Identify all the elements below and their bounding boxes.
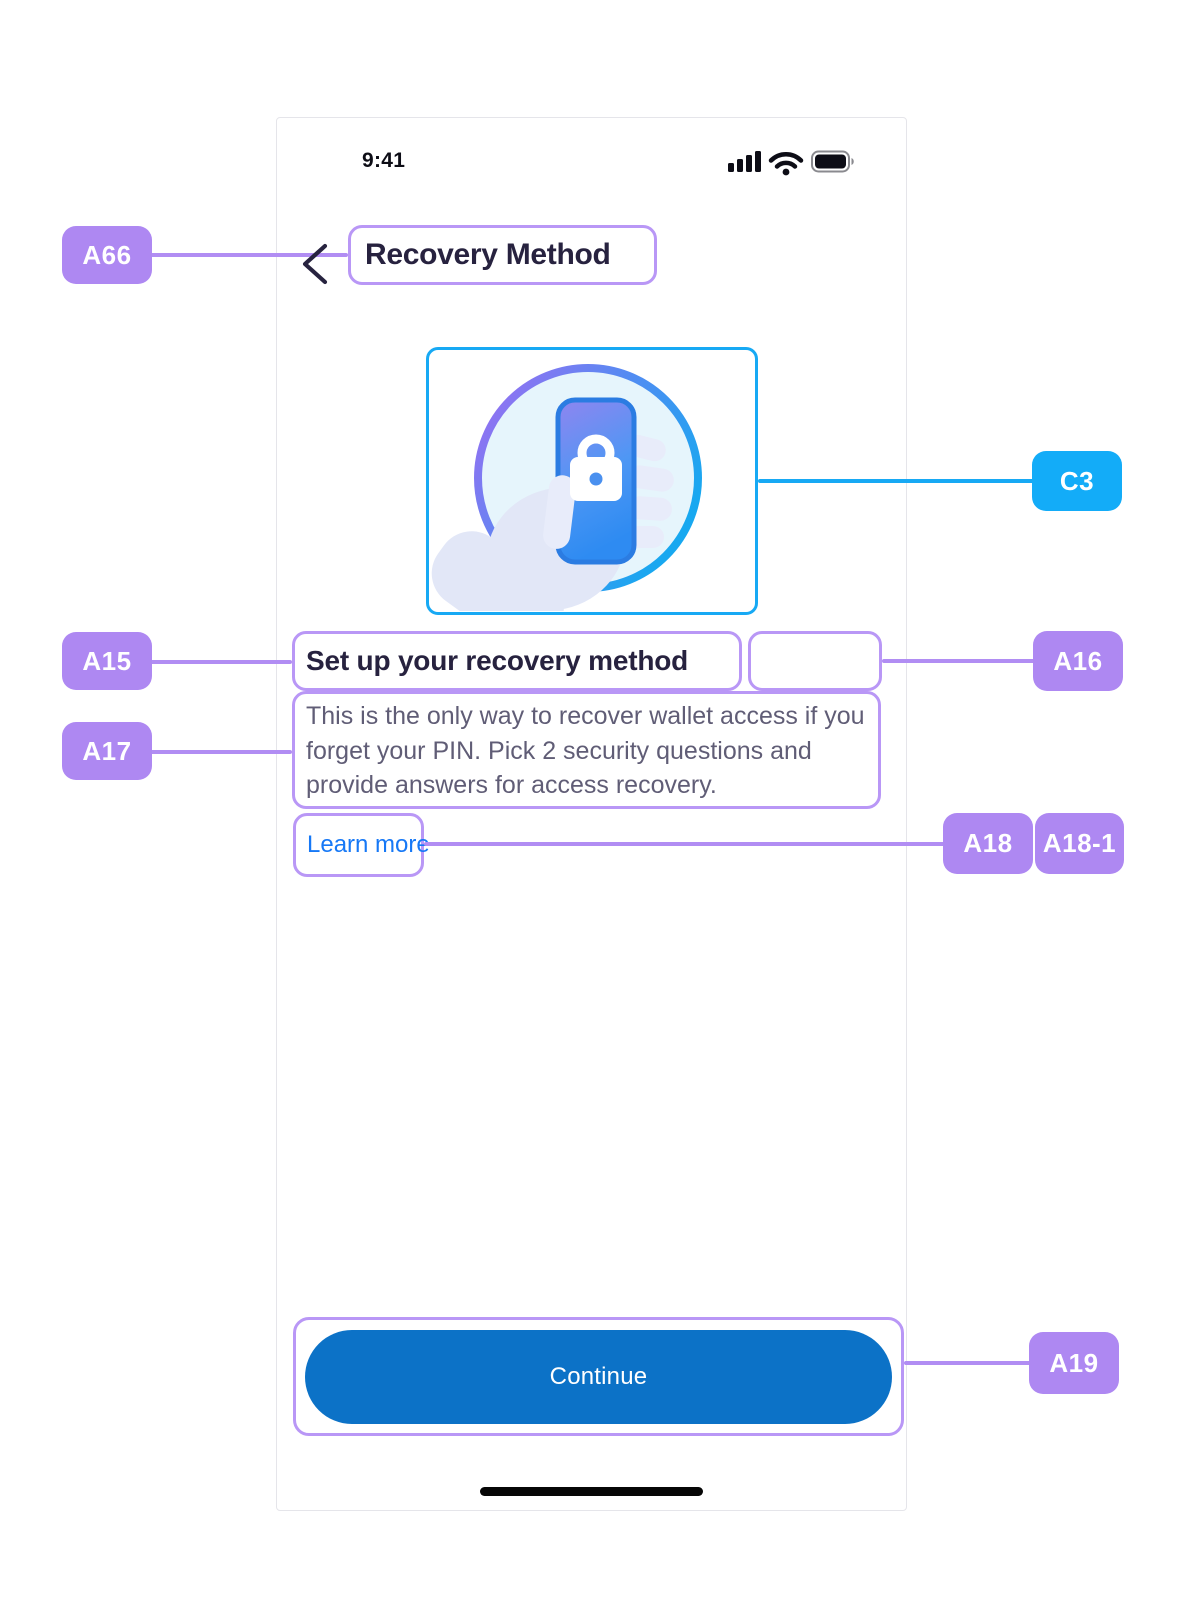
annotation-badge-a66: A66 bbox=[62, 226, 152, 284]
annotation-line-a16 bbox=[882, 659, 1035, 663]
section-heading: Set up your recovery method bbox=[292, 631, 742, 691]
page-title: Recovery Method bbox=[348, 225, 657, 285]
lock-icon bbox=[570, 434, 622, 501]
battery-icon bbox=[811, 150, 854, 173]
back-button[interactable] bbox=[298, 241, 332, 287]
annotation-line-a15 bbox=[150, 660, 292, 664]
hand-holding-phone-illustration bbox=[431, 364, 702, 611]
home-indicator bbox=[480, 1487, 703, 1496]
annotation-line-a18 bbox=[424, 842, 945, 846]
wifi-icon bbox=[768, 152, 804, 176]
annotation-box-illustration bbox=[426, 347, 758, 615]
continue-button[interactable]: Continue bbox=[305, 1330, 892, 1424]
learn-more-link[interactable]: Learn more bbox=[293, 813, 430, 877]
annotation-line-a66 bbox=[150, 253, 348, 257]
description-text: This is the only way to recover wallet a… bbox=[292, 691, 881, 809]
annotation-badge-c3: C3 bbox=[1032, 451, 1122, 511]
status-time: 9:41 bbox=[362, 149, 406, 172]
annotation-badge-a18: A18 bbox=[943, 813, 1033, 874]
annotation-box-continue bbox=[293, 1317, 904, 1436]
annotation-line-c3 bbox=[758, 479, 1034, 483]
annotation-badge-a16: A16 bbox=[1033, 631, 1123, 691]
annotation-badge-a19: A19 bbox=[1029, 1332, 1119, 1394]
annotation-line-a17 bbox=[150, 750, 292, 754]
annotation-badge-a18-1: A18-1 bbox=[1035, 813, 1124, 874]
chevron-left-icon bbox=[302, 243, 328, 285]
signal-icon bbox=[728, 151, 761, 172]
annotation-badge-a17: A17 bbox=[62, 722, 152, 780]
recovery-illustration bbox=[430, 351, 754, 611]
annotation-line-a19 bbox=[904, 1361, 1031, 1365]
status-icons bbox=[728, 150, 854, 176]
annotation-badge-a15: A15 bbox=[62, 632, 152, 690]
annotation-box-heading-trailing bbox=[748, 631, 882, 691]
